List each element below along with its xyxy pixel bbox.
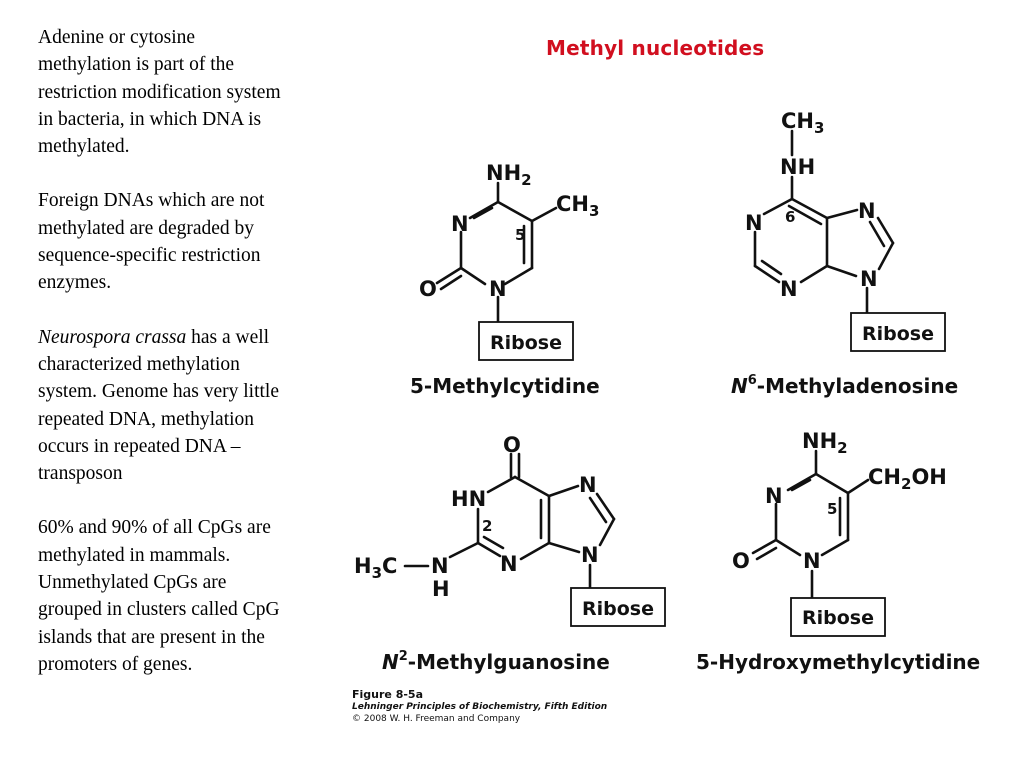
m2g-n3-label: N — [500, 552, 518, 576]
m6a-name: N6-Methyladenosine — [731, 373, 958, 398]
species-name: Neurospora crassa — [38, 326, 187, 348]
m6a-methyl-label: CH3 — [781, 109, 824, 137]
m6a-n3-label: N — [780, 277, 798, 301]
m6a-ribose-box — [850, 312, 946, 352]
paragraph-neurospora-text: has a well characterized methylation sys… — [38, 326, 279, 485]
m6a-n9-label: N — [860, 267, 878, 291]
paragraph-neurospora: Neurospora crassa has a well characteriz… — [38, 324, 293, 488]
m5c-name: 5-Methylcytidine — [410, 374, 600, 398]
hm5c-ribose-label: Ribose — [802, 607, 874, 629]
hm5c-hydroxymethyl-label: CH2OH — [868, 465, 947, 493]
m2g-ribose-box — [570, 587, 666, 627]
figure-caption: Figure 8-5a Lehninger Principles of Bioc… — [352, 688, 607, 725]
m6a-n1-label: N — [745, 211, 763, 235]
hm5c-amino-label: NH2 — [802, 429, 848, 457]
figure-copyright: © 2008 W. H. Freeman and Company — [352, 714, 521, 724]
m2g-methyl-label: H3C — [354, 554, 397, 582]
hm5c-n1-label: N — [803, 549, 821, 573]
paragraph-cpg: 60% and 90% of all CpGs are methylated i… — [38, 517, 280, 675]
m2g-ribose-label: Ribose — [582, 598, 654, 620]
slide-title: Methyl nucleotides — [546, 36, 765, 60]
body-text: Adenine or cytosine methylation is part … — [38, 24, 293, 705]
m6a-position-label: 6 — [785, 208, 795, 226]
m5c-amino-label: NH2 — [486, 161, 532, 189]
hm5c-position-label: 5 — [827, 500, 837, 518]
hm5c-bonds — [751, 449, 870, 600]
m2g-oxygen-label: O — [503, 433, 521, 457]
m2g-position-label: 2 — [482, 517, 492, 535]
m5c-bonds — [435, 181, 558, 324]
m5c-n1-label: N — [489, 277, 507, 301]
m2g-n9-label: N — [581, 543, 599, 567]
m5c-n3-label: N — [451, 212, 469, 236]
m5c-oxygen-label: O — [419, 277, 437, 301]
m5c-position-label: 5 — [515, 226, 525, 244]
hm5c-oxygen-label: O — [732, 549, 750, 573]
m2g-hn-label: HN — [451, 487, 486, 511]
m2g-n7-label: N — [579, 473, 597, 497]
m2g-amine-h-label: H — [432, 577, 450, 601]
figure-source: Lehninger Principles of Biochemistry, Fi… — [352, 702, 608, 712]
m6a-nh-label: NH — [780, 155, 815, 179]
paragraph-foreign-dna: Foreign DNAs which are not methylated ar… — [38, 190, 265, 294]
m6a-n7-label: N — [858, 199, 876, 223]
m6a-bonds — [753, 129, 895, 315]
m2g-bonds — [403, 452, 616, 590]
m5c-ribose-label: Ribose — [490, 332, 562, 354]
figure-number: Figure 8-5a — [352, 688, 424, 701]
m6a-ribose-label: Ribose — [862, 323, 934, 345]
hm5c-ribose-box — [790, 597, 886, 637]
hm5c-n3-label: N — [765, 484, 783, 508]
m2g-amine-n-label: N — [431, 554, 449, 578]
hm5c-name: 5-Hydroxymethylcytidine — [696, 650, 980, 674]
m5c-methyl-label: CH3 — [556, 192, 599, 220]
m5c-ribose-box — [478, 321, 574, 361]
m2g-name: N2-Methylguanosine — [382, 649, 610, 674]
paragraph-restriction: Adenine or cytosine methylation is part … — [38, 27, 281, 158]
